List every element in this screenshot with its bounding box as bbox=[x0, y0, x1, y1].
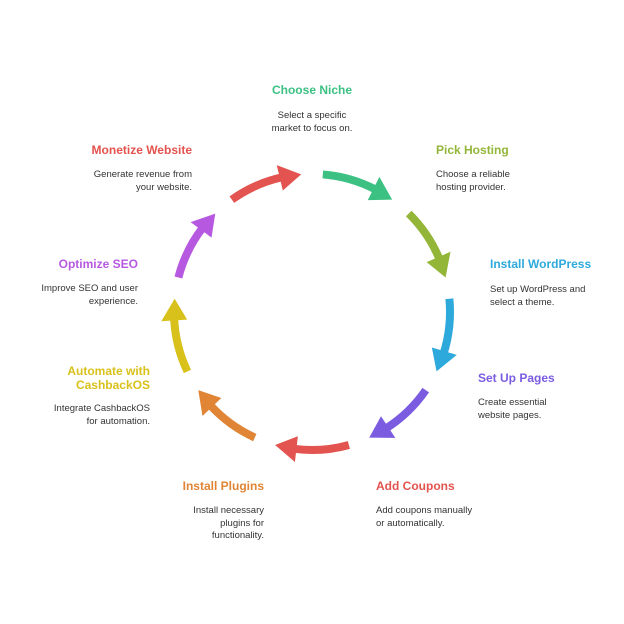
step-title-add-coupons: Add Coupons bbox=[376, 479, 455, 493]
step-description-optimize-seo: Improve SEO and user experience. bbox=[41, 283, 138, 307]
cycle-arrow-set-up-pages bbox=[369, 387, 430, 438]
step-title-pick-hosting: Pick Hosting bbox=[436, 143, 509, 157]
step-title-choose-niche: Choose Niche bbox=[271, 83, 352, 97]
cycle-arrowhead bbox=[431, 347, 457, 372]
cycle-arrow-choose-niche bbox=[322, 170, 393, 201]
cycle-arrow-shaft bbox=[383, 387, 430, 432]
step-description-install-wordpress: Set up WordPress and select a theme. bbox=[490, 284, 586, 308]
cycle-arrow-automate-with-cashbackos bbox=[161, 298, 192, 374]
cycle-arrow-install-plugins bbox=[198, 390, 257, 442]
cycle-arrowhead bbox=[275, 436, 298, 463]
cycle-arrow-shaft bbox=[322, 170, 378, 194]
step-title-optimize-seo: Optimize SEO bbox=[58, 257, 138, 271]
step-title-install-plugins: Install Plugins bbox=[182, 479, 264, 493]
step-description-add-coupons: Add coupons manually or automatically. bbox=[376, 505, 473, 529]
cycle-arrowhead bbox=[426, 251, 451, 278]
cycle-arrow-pick-hosting bbox=[405, 210, 451, 278]
step-description-install-plugins: Install necessary plugins for functional… bbox=[193, 505, 264, 541]
step-description-monetize-website: Generate revenue from your website. bbox=[93, 169, 192, 193]
cycle-arrow-shaft bbox=[293, 441, 350, 454]
cycle-arrowhead bbox=[369, 416, 396, 438]
cycle-arrow-shaft bbox=[229, 173, 284, 203]
cycle-arrowhead bbox=[367, 176, 393, 201]
step-title-set-up-pages: Set Up Pages bbox=[478, 371, 555, 385]
cycle-arrow-shaft bbox=[207, 402, 257, 442]
cycle-arrowhead bbox=[190, 213, 216, 238]
cycle-arrowhead bbox=[198, 390, 222, 416]
cycle-arrow-shaft bbox=[174, 225, 206, 279]
step-title-monetize-website: Monetize Website bbox=[91, 143, 192, 157]
step-description-set-up-pages: Create essential website pages. bbox=[478, 397, 547, 421]
step-description-automate-with-cashbackos: Integrate CashbackOS for automation. bbox=[53, 403, 150, 427]
cycle-arrow-optimize-seo bbox=[174, 213, 216, 279]
step-title-automate-with-cashbackos: Automate with CashbackOS bbox=[67, 364, 150, 392]
step-description-choose-niche: Select a specific market to focus on. bbox=[271, 110, 353, 134]
cycle-arrow-add-coupons bbox=[275, 436, 350, 463]
step-description-pick-hosting: Choose a reliable hosting provider. bbox=[436, 169, 510, 193]
cycle-arrow-shaft bbox=[405, 210, 444, 261]
cycle-arrow-monetize-website bbox=[229, 165, 302, 203]
cycle-arrow-shaft bbox=[170, 317, 192, 374]
cycle-arrowhead bbox=[161, 298, 188, 322]
cycle-arrow-shaft bbox=[439, 298, 454, 355]
cycle-arrowhead bbox=[276, 165, 302, 191]
step-title-install-wordpress: Install WordPress bbox=[490, 257, 592, 271]
cycle-arrow-install-wordpress bbox=[431, 298, 457, 372]
